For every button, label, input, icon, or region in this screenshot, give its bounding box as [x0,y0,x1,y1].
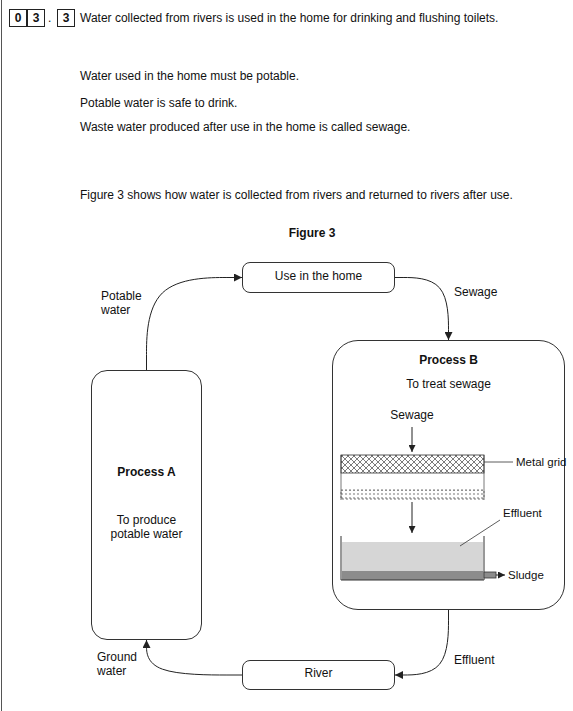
grid-frame [341,455,484,500]
leader-line [460,520,500,546]
settling-tank-water [342,542,483,580]
connector-label: Ground water [96,650,146,678]
node-text: To produce potable water [100,513,193,541]
node-text: Use in the home [275,269,362,283]
question-number: 3 [27,9,45,27]
question-text: Figure 3 shows how water is collected fr… [80,188,568,202]
sludge-pipe [484,572,496,578]
flow-arrow [412,502,413,533]
flow-connector [395,278,449,341]
sludge-arrow [496,575,505,576]
part-label: Sewage [389,408,435,422]
part-label: Effluent [503,506,553,520]
question-number: 0 [9,9,27,27]
flow-connector [147,278,243,371]
river-box: River [242,660,395,690]
leader-line [484,462,513,463]
screened-solids [341,490,484,499]
node-heading: Process A [117,465,175,479]
settling-tank [341,536,484,580]
page-margin-line [1,0,2,711]
flow-connector [395,610,449,675]
question-text: Water collected from rivers is used in t… [80,11,568,25]
question-text: Waste water produced after use in the ho… [80,120,568,134]
connector-label: Sewage [453,285,498,299]
node-text: River [304,666,332,680]
usage-box: Use in the home [242,262,395,293]
node-text: To treat sewage [406,377,491,391]
flow-arrow [412,427,413,452]
process-box: Process A To produce potable water [91,370,202,640]
flow-connector [147,640,243,675]
connector-label: Potable water [100,289,148,317]
metal-grid [341,455,484,473]
connector-label: Effluent [453,653,495,667]
question-number: 3 [57,9,75,27]
sludge-layer [342,571,483,580]
part-label: Sludge [508,568,558,582]
figure-title: Figure 3 [262,226,362,240]
question-number: . [48,11,56,25]
part-label: Metal grid [516,455,572,469]
question-text: Water used in the home must be potable. [80,69,568,83]
question-text: Potable water is safe to drink. [80,96,568,110]
node-heading: Process B [419,353,478,367]
